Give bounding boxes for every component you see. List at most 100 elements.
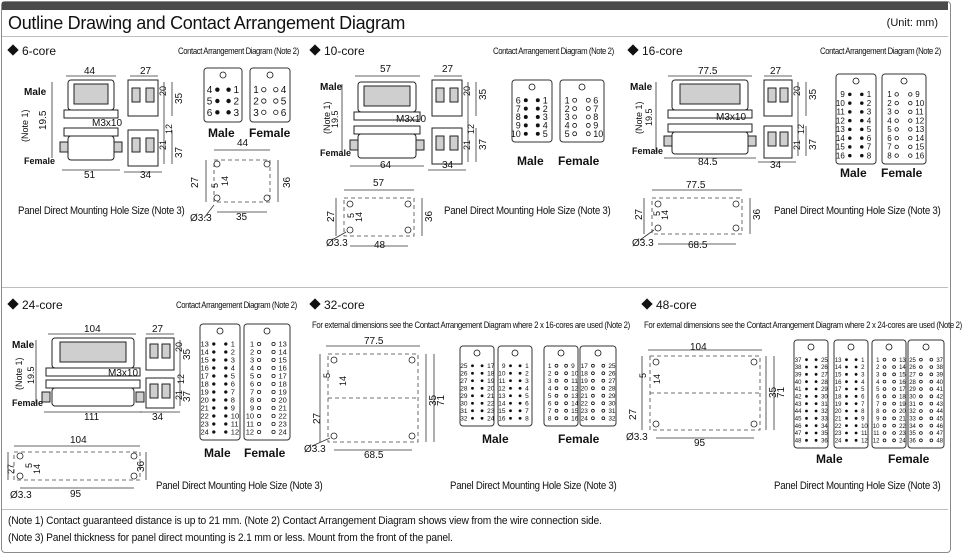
contact-number: 2	[861, 365, 865, 371]
contact-pin	[882, 409, 887, 413]
contact-number: 32	[608, 416, 616, 423]
contact-number: 1	[543, 95, 548, 105]
dim-10-sw: 27	[442, 64, 454, 75]
contact-number: 3	[876, 372, 880, 378]
contact-number: 3	[525, 378, 529, 385]
contact-pin	[523, 123, 528, 128]
contact-pin	[919, 431, 923, 435]
female-label: Female	[632, 146, 664, 156]
contact-pin	[882, 394, 887, 399]
contact-box-32-female-b	[579, 345, 617, 427]
contact-pin	[212, 422, 216, 426]
contact-number: 24	[581, 416, 589, 423]
contact-number: 2	[234, 97, 240, 108]
contact-number: 3	[867, 108, 872, 117]
contact-pin	[919, 379, 923, 384]
contact-number: 18	[487, 371, 495, 378]
contact-number: 34	[909, 424, 916, 430]
diamond-bullet-icon	[309, 298, 321, 310]
ground-icon	[852, 77, 860, 85]
contact-number: 7	[548, 408, 552, 415]
contact-pin	[591, 393, 595, 398]
contact-pin	[919, 357, 923, 362]
section-48-core-title: 48-core	[640, 298, 697, 312]
female-contact-label-24: Female	[244, 446, 286, 460]
contact-pin	[845, 380, 848, 384]
contact-pin	[224, 422, 228, 426]
contact-number: 2	[231, 348, 235, 357]
contact-number: 2	[548, 371, 552, 378]
contact-number: 3	[548, 378, 552, 385]
ground-icon	[807, 343, 815, 351]
contact-number: 2	[250, 348, 254, 357]
contact-number: 22	[279, 412, 287, 421]
cad-label-10: Contact Arrangement Diagram (Note 2)	[493, 46, 614, 57]
contact-number: 15	[915, 143, 924, 152]
contact-pin	[585, 131, 591, 137]
contact-number: 6	[867, 134, 872, 143]
ground-icon	[885, 343, 893, 351]
contact-pin	[585, 114, 591, 120]
contact-number: 48	[795, 438, 802, 444]
contact-number: 26	[821, 365, 828, 371]
contact-pin	[224, 390, 228, 394]
dim-10-h3: 12	[466, 123, 476, 134]
contact-number: 14	[571, 401, 579, 408]
section-24-core-title: 24-core	[6, 298, 63, 312]
contact-number: 35	[821, 431, 828, 437]
contact-number: 9	[840, 90, 845, 99]
panel-label-6: Panel Direct Mounting Hole Size (Note 3)	[18, 205, 185, 217]
contact-pin	[564, 393, 568, 398]
contact-box-6-female	[249, 67, 291, 123]
contact-number: 6	[593, 95, 598, 105]
ground-icon	[266, 71, 274, 79]
contact-number: 6	[231, 380, 235, 389]
contact-number: 12	[498, 386, 506, 393]
contact-pin	[564, 386, 568, 391]
contact-pin	[257, 413, 262, 419]
section-16-core-title: 16-core	[626, 44, 683, 58]
outline-16-core	[655, 75, 807, 163]
contact-pin	[591, 408, 595, 413]
contact-number: 13	[200, 340, 208, 349]
contact-pin	[882, 431, 887, 435]
contact-pin	[554, 363, 559, 368]
contact-number: 19	[899, 402, 906, 408]
contact-pin	[854, 402, 858, 406]
contact-number: 11	[836, 108, 845, 117]
dim-16-hh: 19.5	[644, 108, 654, 126]
contact-number: 14	[836, 134, 845, 143]
contact-number: 31	[821, 402, 828, 408]
dim-6-sb: 34	[140, 170, 152, 181]
contact-number: 2	[525, 371, 529, 378]
ground-icon	[847, 343, 855, 351]
hole-label-24: Ø3.3	[10, 490, 32, 501]
contact-number: 22	[835, 424, 842, 430]
contact-number: 32	[909, 409, 916, 415]
hole-label-10: Ø3.3	[326, 238, 348, 249]
contact-pin	[471, 386, 474, 390]
contact-number: 40	[795, 380, 802, 386]
contact-pin	[882, 365, 887, 369]
contact-number: 27	[821, 372, 828, 378]
dim-10-h1: 20	[462, 85, 472, 96]
contact-pin	[908, 109, 913, 115]
dim-48-pw: 104	[690, 342, 707, 353]
ground-icon	[219, 71, 227, 79]
contact-number: 22	[487, 401, 495, 408]
male-label: Male	[12, 340, 35, 351]
contact-pin	[509, 401, 512, 405]
contact-number: 13	[915, 125, 924, 134]
contact-number: 24	[835, 438, 842, 444]
male-contact-label-24: Male	[204, 446, 231, 460]
contact-pin	[848, 110, 852, 114]
contact-pin	[480, 409, 484, 413]
contact-number: 11	[571, 378, 578, 385]
contact-pin	[554, 416, 559, 421]
contact-number: 33	[821, 416, 828, 422]
contact-number: 25	[821, 358, 828, 364]
contact-pin	[854, 380, 858, 384]
contact-pin	[212, 414, 216, 418]
